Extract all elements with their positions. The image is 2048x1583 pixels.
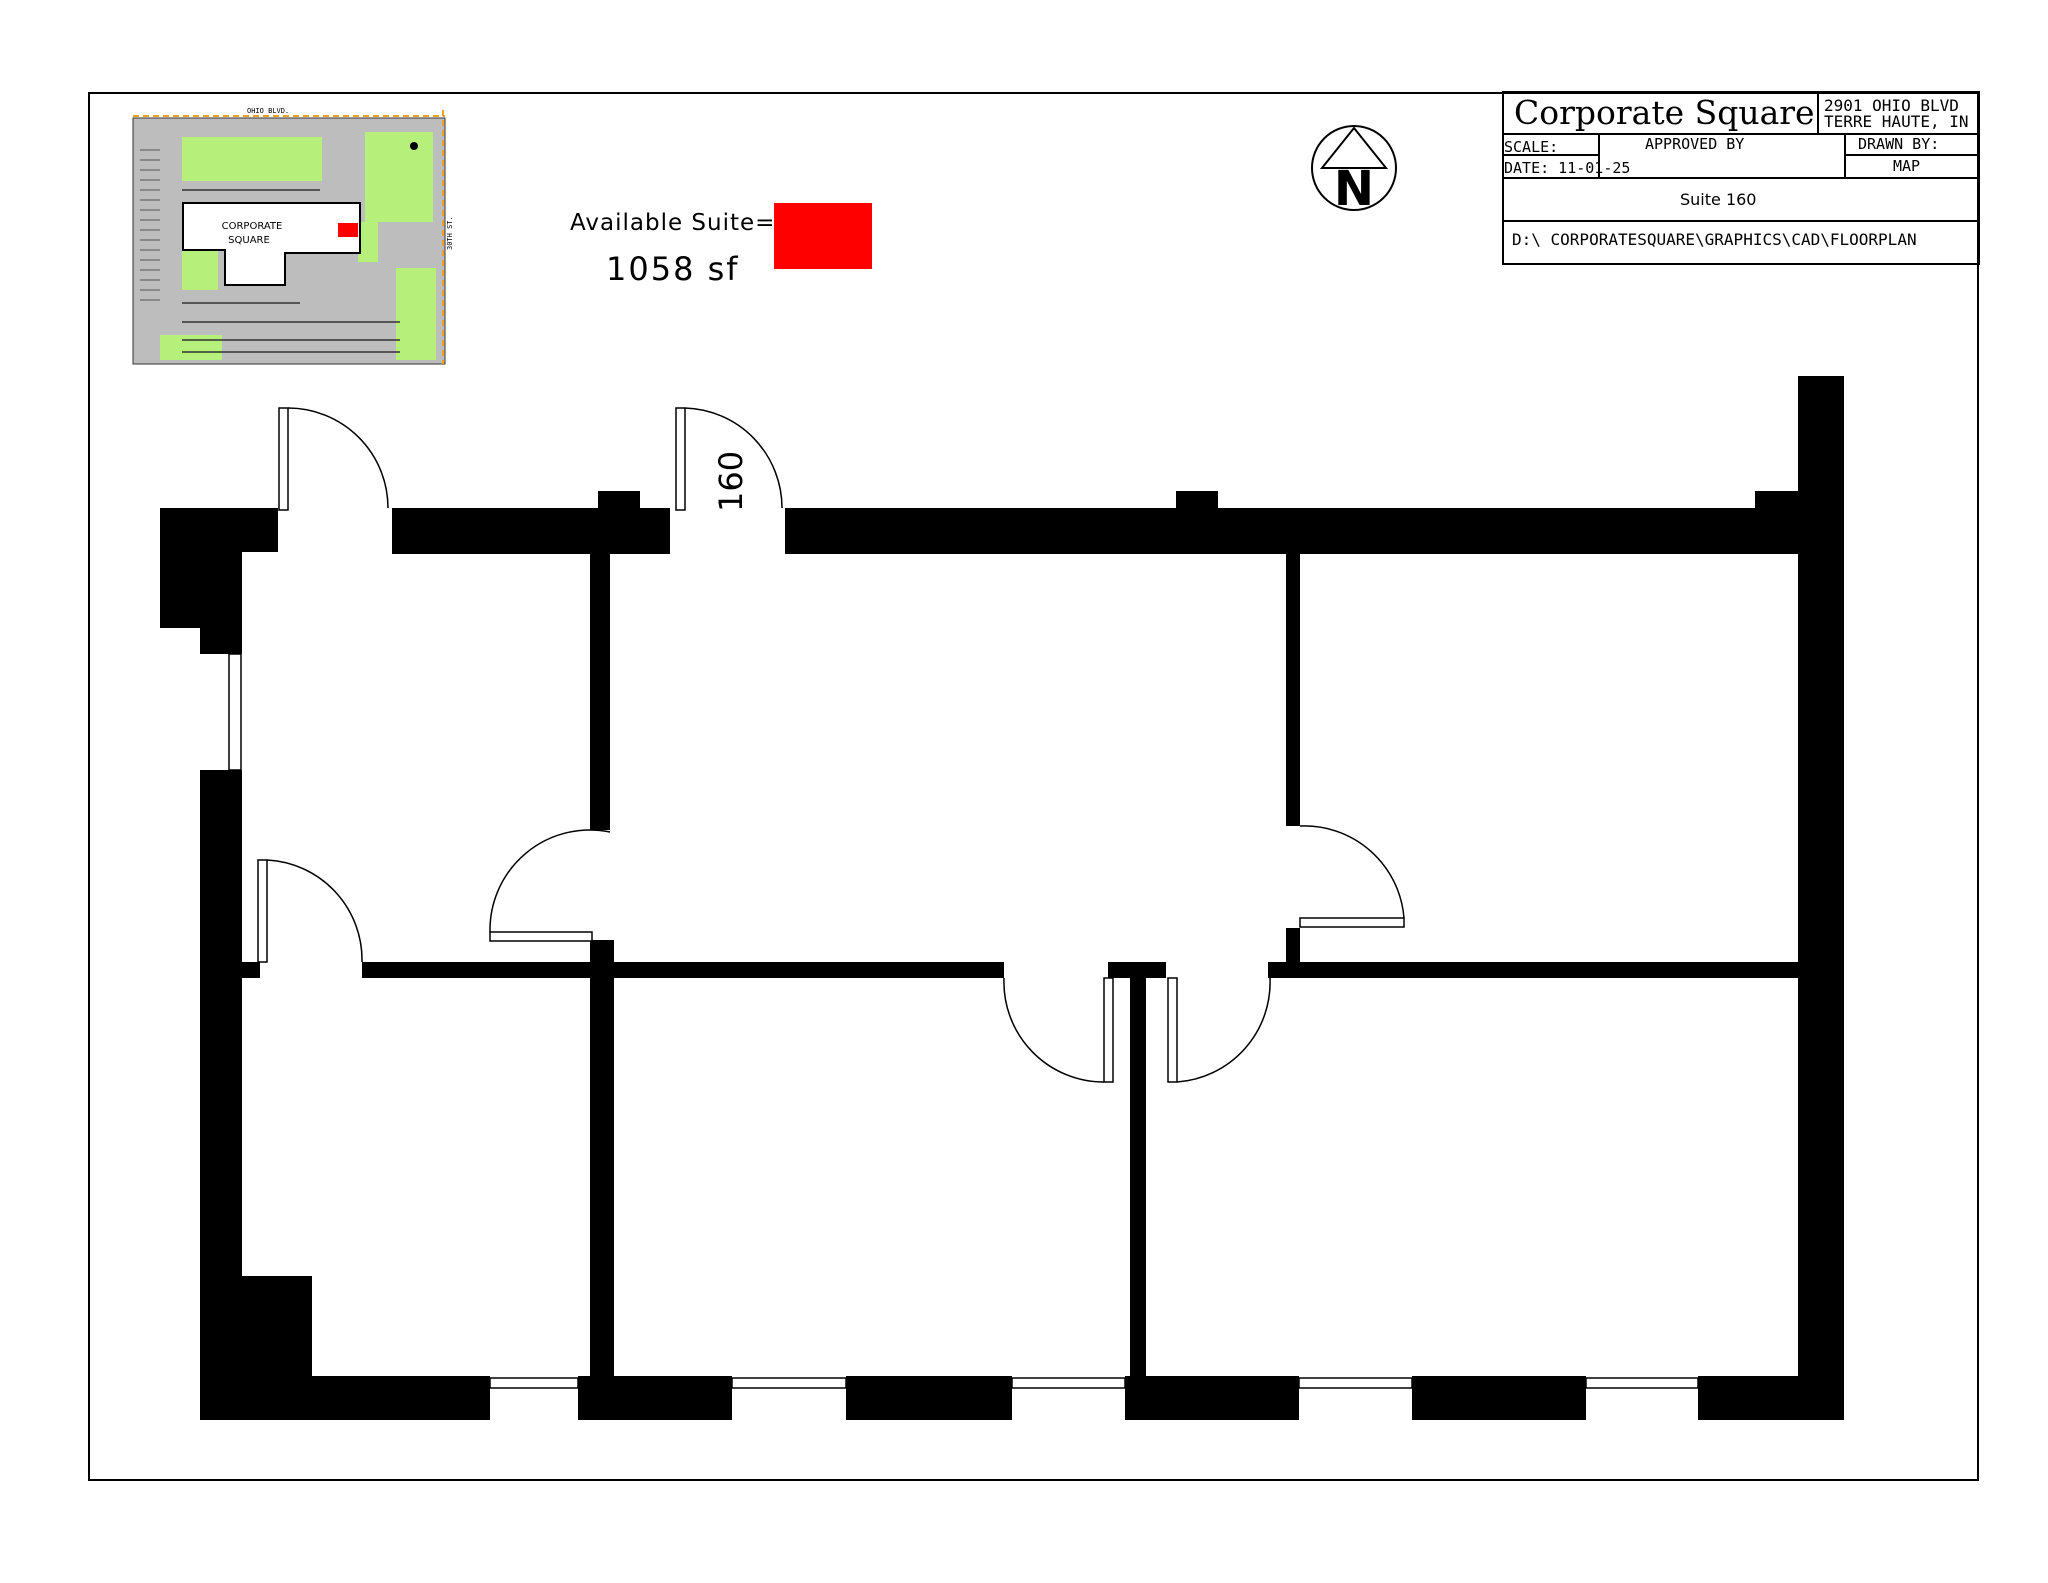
wall-bottom-1	[200, 1376, 490, 1420]
door-swing-6	[1003, 977, 1105, 1083]
approved-by-label: APPROVED BY	[1645, 135, 1745, 153]
wall-left-upper-block	[160, 508, 200, 628]
legend-label: Available Suite=	[570, 210, 776, 236]
wall-top-pilaster-2	[1176, 491, 1218, 511]
wall-top-3	[785, 508, 1798, 554]
wall-top-2	[392, 508, 670, 554]
title-block-grid	[1502, 91, 1980, 265]
lawn-south	[160, 335, 222, 360]
door-swing-7	[1176, 977, 1271, 1083]
lawn-west	[182, 250, 218, 290]
site-marker	[410, 142, 418, 150]
door-swing-1	[287, 407, 389, 509]
site-map: OHIO BLVD. 30TH ST. CORPORATE SQUARE	[132, 107, 454, 365]
wall-bottom-5	[1412, 1376, 1586, 1420]
north-arrow-circle	[1311, 125, 1397, 211]
site-building-label-2: SQUARE	[228, 235, 270, 246]
suite-title: Suite 160	[1680, 190, 1757, 209]
wall-bottom-6	[1698, 1376, 1844, 1420]
legend-swatch	[774, 203, 872, 269]
drawn-by-value: MAP	[1893, 157, 1921, 175]
wall-bottom-2	[578, 1376, 732, 1420]
north-arrow-pointer	[1319, 126, 1389, 169]
doors	[257, 407, 1405, 1083]
wall-corridor-3	[1268, 962, 1798, 978]
file-path: D:\ CORPORATESQUARE\GRAPHICS\CAD\FLOORPL…	[1512, 230, 1917, 249]
address-line-1: 2901 OHIO BLVD	[1824, 96, 1959, 115]
project-name: Corporate Square	[1514, 93, 1815, 132]
suite-number: 160	[712, 451, 750, 512]
lawn-strip	[358, 222, 378, 262]
wall-interior-3	[1286, 554, 1300, 826]
wall-corridor-stub	[242, 962, 260, 978]
wall-bottom-3	[846, 1376, 1012, 1420]
site-street-right: 30TH ST.	[446, 216, 454, 250]
door-swing-5	[1299, 825, 1405, 919]
north-arrow: N	[1311, 125, 1397, 217]
wall-left-upper	[200, 508, 242, 654]
site-parking-rows	[182, 189, 400, 353]
site-suite-highlight	[338, 223, 358, 237]
address-line-2: TERRE HAUTE, IN	[1824, 112, 1969, 131]
wall-corridor-1	[362, 962, 1004, 978]
lawn-north	[182, 137, 322, 181]
wall-top-pilaster-1	[598, 491, 640, 511]
lawn-east	[365, 132, 433, 222]
wall-left-lower	[200, 770, 242, 1420]
north-arrow-letter: N	[1334, 161, 1374, 217]
door-swing-4	[489, 829, 611, 933]
drawn-by-label: DRAWN BY:	[1858, 135, 1940, 153]
wall-interior-3b	[1286, 928, 1300, 968]
site-building-label-1: CORPORATE	[222, 221, 283, 232]
door-swing-3	[266, 859, 363, 963]
wall-interior-1	[590, 554, 610, 830]
date-label: DATE: 11-01-25	[1504, 159, 1631, 177]
legend-area: 1058 sf	[606, 250, 740, 288]
wall-left-corner-block	[242, 1276, 312, 1376]
lawn-southeast	[396, 268, 436, 360]
wall-interior-4	[1130, 978, 1146, 1376]
site-building	[182, 202, 361, 286]
sheet-border	[88, 92, 1979, 1481]
site-parking-stripes	[140, 149, 160, 301]
windows	[228, 653, 1699, 1389]
scale-label: SCALE:	[1504, 138, 1559, 156]
wall-right	[1798, 376, 1844, 1420]
wall-top-pilaster-3	[1755, 491, 1800, 511]
wall-bottom-4	[1125, 1376, 1299, 1420]
door-swing-2	[684, 407, 783, 509]
site-street-top: OHIO BLVD.	[247, 107, 289, 115]
wall-corridor-2	[1108, 962, 1166, 978]
walls	[160, 376, 1844, 1420]
wall-interior-2	[590, 940, 614, 1378]
